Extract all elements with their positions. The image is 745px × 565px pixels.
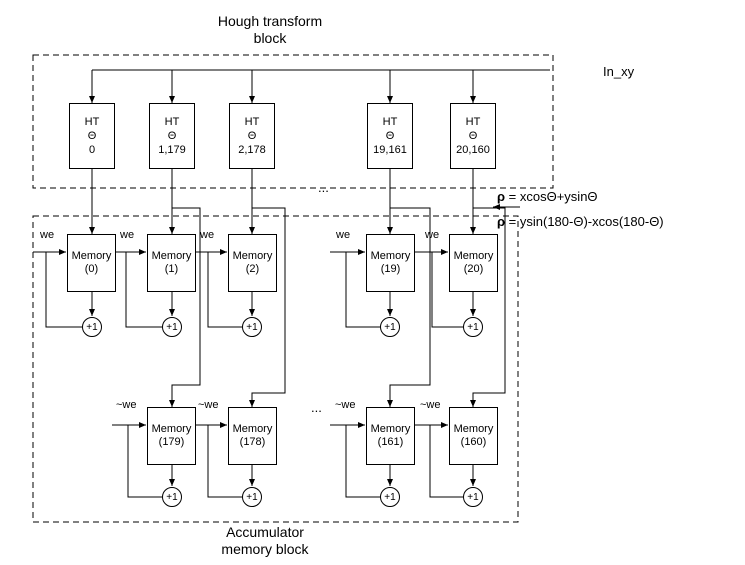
hough-block-title-line1: Hough transform (217, 13, 323, 29)
increment-circle: +1 (242, 317, 262, 337)
increment-circle: +1 (463, 487, 483, 507)
enable-label: we (336, 229, 351, 241)
equation-2-text: = ysin(180-Θ)-xcos(180-Θ) (508, 214, 664, 229)
increment-circle: +1 (380, 487, 400, 507)
memory-index: (1) (164, 263, 179, 275)
ht-unit: HT Θ 2,178 (229, 103, 275, 169)
ht-name: HT (382, 116, 398, 128)
theta-symbol: Θ (247, 130, 257, 142)
hough-block-title: Hough transform block (190, 13, 350, 47)
memory-block: Memory (178) (228, 407, 277, 465)
memory-block: Memory (20) (449, 234, 498, 292)
increment-circle: +1 (463, 317, 483, 337)
increment-circle: +1 (162, 487, 182, 507)
memory-label: Memory (370, 423, 411, 435)
ellipsis-memory: ... (311, 400, 322, 415)
enable-label: ~we (198, 399, 219, 411)
ht-angles: 20,160 (456, 144, 490, 156)
enable-label: we (40, 229, 55, 241)
ht-unit: HT Θ 19,161 (367, 103, 413, 169)
accumulator-block-outline (32, 215, 519, 523)
enable-label: ~we (116, 399, 137, 411)
ht-unit: HT Θ 0 (69, 103, 115, 169)
memory-index: (160) (460, 436, 487, 448)
memory-index: (2) (245, 263, 260, 275)
memory-block: Memory (160) (449, 407, 498, 465)
hough-block-outline (32, 54, 554, 189)
memory-index: (20) (463, 263, 484, 275)
memory-label: Memory (453, 250, 494, 262)
ht-name: HT (84, 116, 100, 128)
memory-index: (161) (377, 436, 404, 448)
accumulator-block-title-line2: memory block (221, 541, 309, 557)
enable-label: ~we (420, 399, 441, 411)
ht-angles: 19,161 (373, 144, 407, 156)
increment-circle: +1 (380, 317, 400, 337)
accumulator-block-title: Accumulator memory block (185, 524, 345, 558)
ht-unit: HT Θ 1,179 (149, 103, 195, 169)
ht-name: HT (164, 116, 180, 128)
input-label: In_xy (603, 64, 635, 79)
ht-unit: HT Θ 20,160 (450, 103, 496, 169)
memory-label: Memory (232, 250, 273, 262)
theta-symbol: Θ (87, 130, 97, 142)
enable-label: we (425, 229, 440, 241)
memory-index: (19) (380, 263, 401, 275)
equation-2: ρ = ysin(180-Θ)-xcos(180-Θ) (497, 214, 664, 229)
enable-label: we (120, 229, 135, 241)
equation-1-text: = xcosΘ+ysinΘ (508, 189, 598, 204)
memory-block: Memory (19) (366, 234, 415, 292)
memory-block: Memory (179) (147, 407, 196, 465)
rho-symbol: ρ (497, 189, 506, 204)
memory-label: Memory (151, 250, 192, 262)
theta-symbol: Θ (468, 130, 478, 142)
rho-symbol: ρ (497, 214, 506, 229)
memory-label: Memory (453, 423, 494, 435)
accumulator-block-title-line1: Accumulator (226, 524, 304, 540)
memory-label: Memory (370, 250, 411, 262)
ht-angles: 2,178 (238, 144, 266, 156)
memory-index: (179) (158, 436, 185, 448)
memory-block: Memory (1) (147, 234, 196, 292)
increment-circle: +1 (82, 317, 102, 337)
memory-index: (0) (84, 263, 99, 275)
ht-angles: 0 (88, 144, 96, 156)
memory-block: Memory (0) (67, 234, 116, 292)
enable-label: ~we (335, 399, 356, 411)
ellipsis-ht: ... (318, 180, 329, 195)
ht-angles: 1,179 (158, 144, 186, 156)
ht-name: HT (244, 116, 260, 128)
memory-label: Memory (71, 250, 112, 262)
increment-circle: +1 (242, 487, 262, 507)
equation-1: ρ = xcosΘ+ysinΘ (497, 189, 598, 204)
memory-label: Memory (151, 423, 192, 435)
increment-circle: +1 (162, 317, 182, 337)
theta-symbol: Θ (385, 130, 395, 142)
memory-index: (178) (239, 436, 266, 448)
memory-label: Memory (232, 423, 273, 435)
ht-name: HT (465, 116, 481, 128)
enable-label: we (200, 229, 215, 241)
memory-block: Memory (161) (366, 407, 415, 465)
hough-block-title-line2: block (253, 30, 287, 46)
theta-symbol: Θ (167, 130, 177, 142)
memory-block: Memory (2) (228, 234, 277, 292)
